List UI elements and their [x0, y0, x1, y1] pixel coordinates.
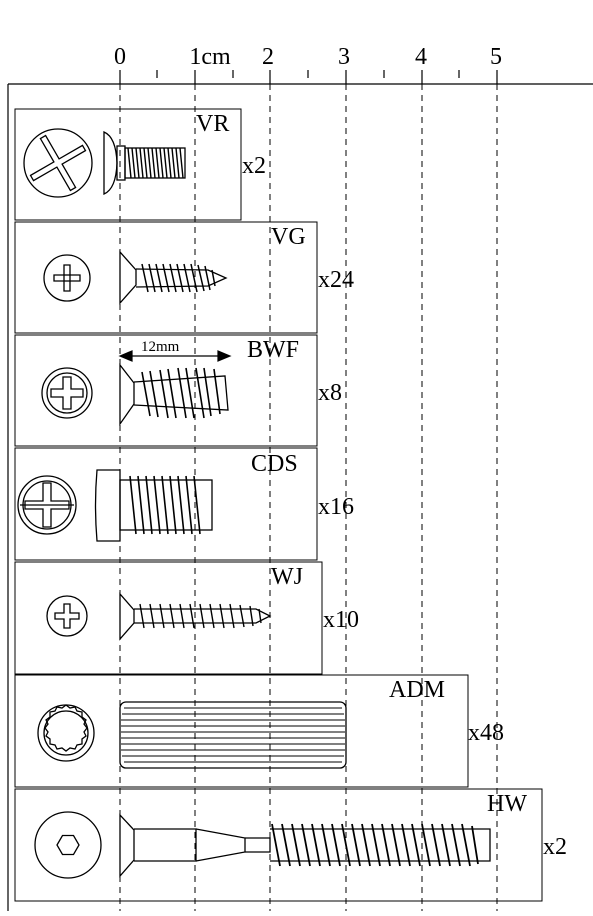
panel-adm	[14, 674, 469, 788]
panel-hw	[14, 788, 543, 902]
part-code-wj: WJ	[271, 564, 303, 590]
part-code-vr: VR	[196, 111, 229, 137]
ruler-minor-ticks	[156, 70, 460, 78]
part-code-hw: HW	[487, 791, 527, 817]
dimension-label: 12mm	[141, 339, 180, 355]
phillips-truss-head-icon	[23, 128, 186, 198]
measurement-guides	[119, 84, 498, 911]
part-adm: ADM x48	[37, 677, 504, 769]
part-vr: VR x2	[23, 111, 266, 198]
pan-head-screw-icon	[17, 469, 213, 542]
ruler-label-3: 3	[338, 44, 350, 70]
part-code-bwf: BWF	[247, 337, 299, 363]
part-cds: CDS x16	[17, 451, 354, 542]
ruler-major-ticks	[119, 70, 498, 84]
part-qty-cds: x16	[318, 494, 354, 520]
part-wj: WJ x10	[46, 564, 359, 641]
part-qty-bwf: x8	[318, 380, 342, 406]
wooden-dowel-icon	[37, 701, 347, 769]
ruler: 0 1cm 2 3 4 5	[7, 44, 593, 911]
part-panels	[14, 108, 543, 902]
part-qty-vr: x2	[242, 153, 266, 179]
part-qty-vg: x24	[318, 267, 354, 293]
part-bwf: 12mm BWF x8	[41, 337, 342, 427]
panel-vg	[14, 221, 318, 334]
part-code-adm: ADM	[389, 677, 445, 703]
ruler-label-1: 1cm	[189, 44, 231, 70]
dimension-arrow	[118, 350, 232, 362]
part-code-vg: VG	[271, 224, 306, 250]
ruler-label-2: 2	[262, 44, 274, 70]
euro-screw-icon	[41, 363, 229, 427]
part-qty-hw: x2	[543, 834, 567, 860]
panel-bwf	[14, 334, 318, 447]
panel-wj	[14, 561, 323, 675]
part-qty-wj: x10	[323, 607, 359, 633]
ruler-label-5: 5	[490, 44, 502, 70]
ruler-label-4: 4	[415, 44, 427, 70]
hex-confirmat-screw-icon	[34, 811, 491, 879]
fine-thread-screw-icon	[46, 592, 272, 641]
phillips-flat-head-screw-icon	[43, 250, 228, 305]
panel-cds	[14, 447, 318, 561]
part-vg: VG x24	[43, 224, 354, 305]
panel-vr	[14, 108, 242, 221]
part-hw: HW x2	[34, 791, 567, 879]
part-qty-adm: x48	[468, 720, 504, 746]
ruler-label-0: 0	[114, 44, 126, 70]
part-code-cds: CDS	[251, 451, 298, 477]
